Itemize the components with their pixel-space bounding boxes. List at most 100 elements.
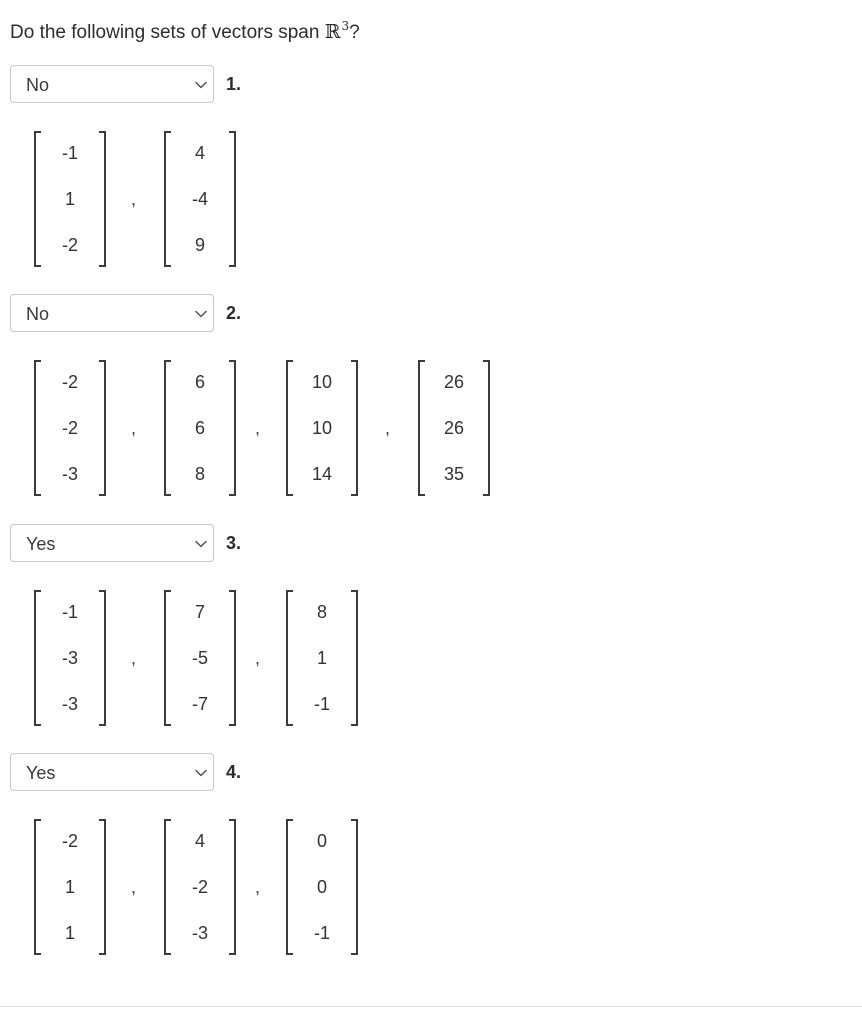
column-vector: -2 -2 -3 [34, 360, 106, 496]
left-bracket [418, 360, 425, 496]
vector-entry: -4 [191, 189, 208, 209]
answer-select-value: Yes [26, 534, 56, 554]
left-bracket [286, 590, 293, 726]
vector-separator: , [131, 418, 137, 438]
column-vector: 7 -5 -7 [164, 590, 236, 726]
right-bracket [351, 819, 358, 955]
vector-entry: -3 [61, 694, 78, 714]
right-bracket [99, 819, 106, 955]
left-bracket [164, 360, 171, 496]
set-exponent: 3 [341, 19, 350, 33]
chevron-down-icon [195, 540, 207, 548]
vector-separator: , [131, 189, 137, 209]
vector-entry: -5 [191, 648, 208, 668]
part-number: 2. [226, 303, 242, 323]
right-bracket [229, 590, 236, 726]
column-vector: 6 6 8 [164, 360, 236, 496]
right-bracket [99, 590, 106, 726]
vector-entry: -2 [61, 235, 78, 255]
answer-select-4[interactable]: Yes [10, 753, 214, 791]
left-bracket [286, 819, 293, 955]
question-text: Do the following sets of vectors span ℝ3… [10, 14, 360, 45]
vector-entry: 9 [194, 235, 205, 255]
vector-entry: -2 [61, 372, 78, 392]
vector-entry: -3 [61, 464, 78, 484]
chevron-down-icon [195, 81, 207, 89]
answer-select-value: Yes [26, 763, 56, 783]
vector-entry: 1 [316, 648, 327, 668]
vector-entry: 14 [311, 464, 333, 484]
answer-select-3[interactable]: Yes [10, 524, 214, 562]
vector-entry: -3 [191, 923, 208, 943]
vector-entry: -7 [191, 694, 208, 714]
vector-separator: , [255, 418, 261, 438]
vector-entry: 0 [316, 831, 327, 851]
vector-entry: 1 [64, 877, 75, 897]
left-bracket [164, 819, 171, 955]
left-bracket [34, 590, 41, 726]
real-set-symbol: ℝ [324, 21, 341, 43]
column-vector: -1 1 -2 [34, 131, 106, 267]
answer-select-1[interactable]: No [10, 65, 214, 103]
vector-separator: , [131, 877, 137, 897]
vector-entry: 1 [64, 189, 75, 209]
left-bracket [286, 360, 293, 496]
chevron-down-icon [195, 310, 207, 318]
vector-separator: , [255, 877, 261, 897]
vector-entry: 4 [194, 831, 205, 851]
vector-entry: -1 [61, 602, 78, 622]
column-vector: -2 1 1 [34, 819, 106, 955]
left-bracket [164, 131, 171, 267]
vector-entry: -1 [313, 694, 330, 714]
vector-separator: , [385, 418, 391, 438]
vector-entry: 10 [311, 372, 333, 392]
column-vector: -1 -3 -3 [34, 590, 106, 726]
question-suffix: ? [349, 22, 360, 43]
vector-entry: 6 [194, 372, 205, 392]
left-bracket [164, 590, 171, 726]
column-vector: 4 -2 -3 [164, 819, 236, 955]
vector-separator: , [255, 648, 261, 668]
vector-entry: -2 [61, 418, 78, 438]
right-bracket [229, 131, 236, 267]
bottom-divider [0, 1006, 862, 1007]
part-number: 1. [226, 74, 242, 94]
vector-entry: -2 [61, 831, 78, 851]
vector-entry: -1 [313, 923, 330, 943]
vector-entry: 6 [194, 418, 205, 438]
answer-select-value: No [26, 304, 50, 324]
right-bracket [229, 360, 236, 496]
right-bracket [351, 360, 358, 496]
chevron-down-icon [195, 769, 207, 777]
question-prefix: Do the following sets of vectors span [10, 22, 325, 43]
right-bracket [99, 360, 106, 496]
vector-entry: -1 [61, 143, 78, 163]
left-bracket [34, 360, 41, 496]
vector-entry: -2 [191, 877, 208, 897]
vector-entry: 8 [194, 464, 205, 484]
right-bracket [229, 819, 236, 955]
answer-select-2[interactable]: No [10, 294, 214, 332]
right-bracket [351, 590, 358, 726]
vector-entry: 1 [64, 923, 75, 943]
vector-separator: , [131, 648, 137, 668]
vector-entry: 26 [443, 372, 465, 392]
right-bracket [99, 131, 106, 267]
left-bracket [34, 819, 41, 955]
vector-entry: 26 [443, 418, 465, 438]
answer-select-value: No [26, 75, 50, 95]
part-number: 3. [226, 533, 242, 553]
vector-entry: 7 [194, 602, 205, 622]
vector-entry: -3 [61, 648, 78, 668]
